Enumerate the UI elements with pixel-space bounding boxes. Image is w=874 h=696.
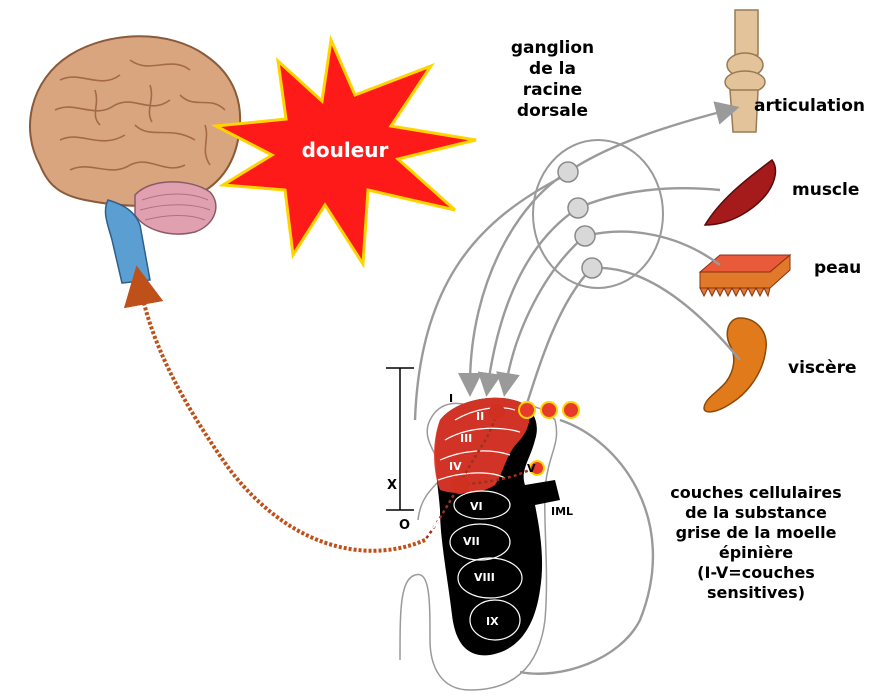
caption-line-3: grise de la moelle	[640, 523, 872, 543]
caption-line-2: de la substance	[640, 503, 872, 523]
spinal-caption: couches cellulaires de la substance gris…	[640, 483, 872, 603]
ganglion-label: ganglion de la racine dorsale	[500, 38, 605, 122]
brain-cerebrum	[30, 36, 240, 206]
ganglion-label-line-1: ganglion	[500, 38, 605, 59]
articulation-label: articulation	[754, 96, 870, 117]
ganglion-label-line-3: racine	[500, 80, 605, 101]
layer-II: II	[476, 410, 484, 423]
ascending-pain-tract	[140, 285, 425, 551]
layer-VIII: VIII	[474, 571, 495, 584]
layer-X: X	[432, 518, 440, 531]
zone-mark-X: X	[387, 478, 397, 493]
brain	[30, 36, 240, 283]
layer-IML: IML	[551, 505, 573, 518]
viscera-label: viscère	[788, 358, 868, 379]
muscle-tissue	[705, 160, 775, 225]
caption-line-4: épinière	[640, 543, 872, 563]
caption-line-6: sensitives)	[640, 583, 872, 603]
muscle-label: muscle	[792, 180, 862, 201]
ganglion-label-line-4: dorsale	[500, 101, 605, 122]
layer-IX: IX	[486, 615, 499, 628]
skin-label: peau	[814, 258, 869, 279]
spinal-cord-section	[400, 398, 579, 690]
layer-VI: VI	[470, 500, 483, 513]
layer-I: I	[449, 392, 453, 405]
ganglion-cells	[558, 162, 602, 278]
layer-VII: VII	[463, 535, 480, 548]
caption-line-1: couches cellulaires	[640, 483, 872, 503]
pain-label: douleur	[290, 140, 400, 161]
ganglion-label-line-2: de la	[500, 59, 605, 80]
layer-III: III	[460, 432, 472, 445]
layer-IV: IV	[449, 460, 462, 473]
layer-V: V	[527, 462, 536, 475]
caption-line-5: (I-V=couches	[640, 563, 872, 583]
zone-mark-O: O	[399, 518, 410, 533]
